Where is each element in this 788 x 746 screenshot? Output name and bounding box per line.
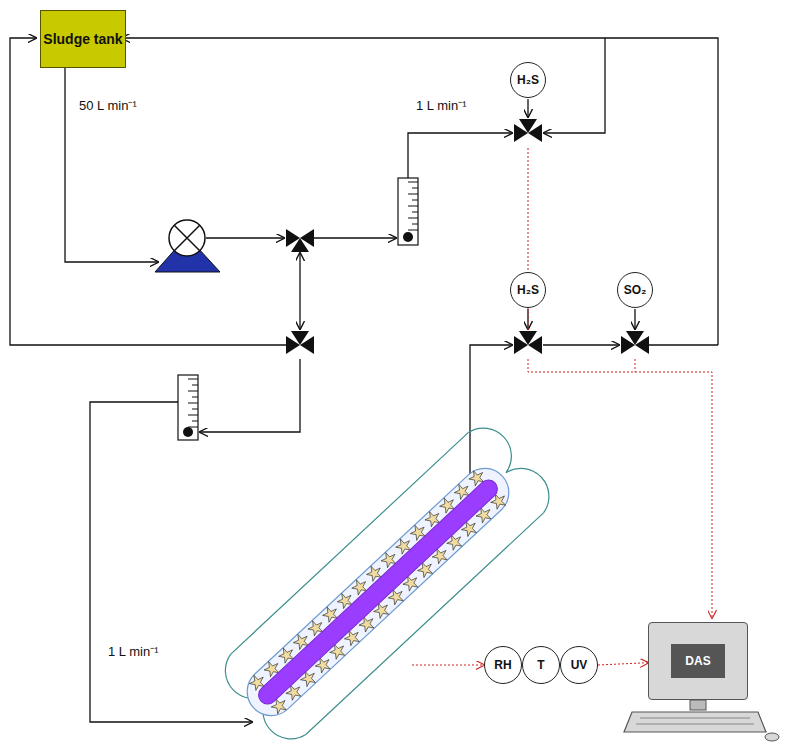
flow-rate-label: 1 L min⁻¹	[414, 96, 468, 114]
three-way-valve	[286, 229, 314, 252]
pump-symbol	[155, 220, 220, 272]
sludge-tank: Sludge tank	[40, 10, 126, 68]
flow-rate-label: 1 L min⁻¹	[106, 642, 160, 660]
computer	[624, 700, 779, 741]
node-text: RH	[494, 658, 511, 672]
gas-sensor: SO₂	[617, 272, 653, 308]
node-text: UV	[571, 658, 588, 672]
node-text: H₂S	[517, 283, 539, 297]
three-way-valve	[514, 331, 542, 354]
pipes	[10, 38, 718, 722]
rh-sensor: RH	[484, 646, 522, 684]
node-text: T	[537, 658, 544, 672]
temperature-sensor: T	[522, 646, 560, 684]
three-way-valve	[286, 331, 314, 354]
uv-sensor: UV	[560, 646, 598, 684]
flowmeter	[178, 375, 198, 440]
valves	[286, 119, 649, 354]
flowmeter	[398, 178, 418, 245]
gas-sensor: H₂S	[510, 62, 546, 98]
data-acquisition-monitor: DAS	[648, 622, 748, 700]
node-text: SO₂	[624, 283, 647, 297]
three-way-valve	[621, 331, 649, 354]
signal-connector	[598, 663, 648, 665]
node-text: H₂S	[517, 73, 539, 87]
photoreactor	[214, 417, 560, 746]
signal-lines	[412, 148, 712, 665]
node-text: Sludge tank	[43, 31, 122, 47]
flow-rate-label: 50 L min⁻¹	[77, 96, 139, 114]
gas-sensor: H₂S	[510, 272, 546, 308]
node-text: DAS	[671, 644, 724, 678]
three-way-valve	[514, 119, 542, 142]
